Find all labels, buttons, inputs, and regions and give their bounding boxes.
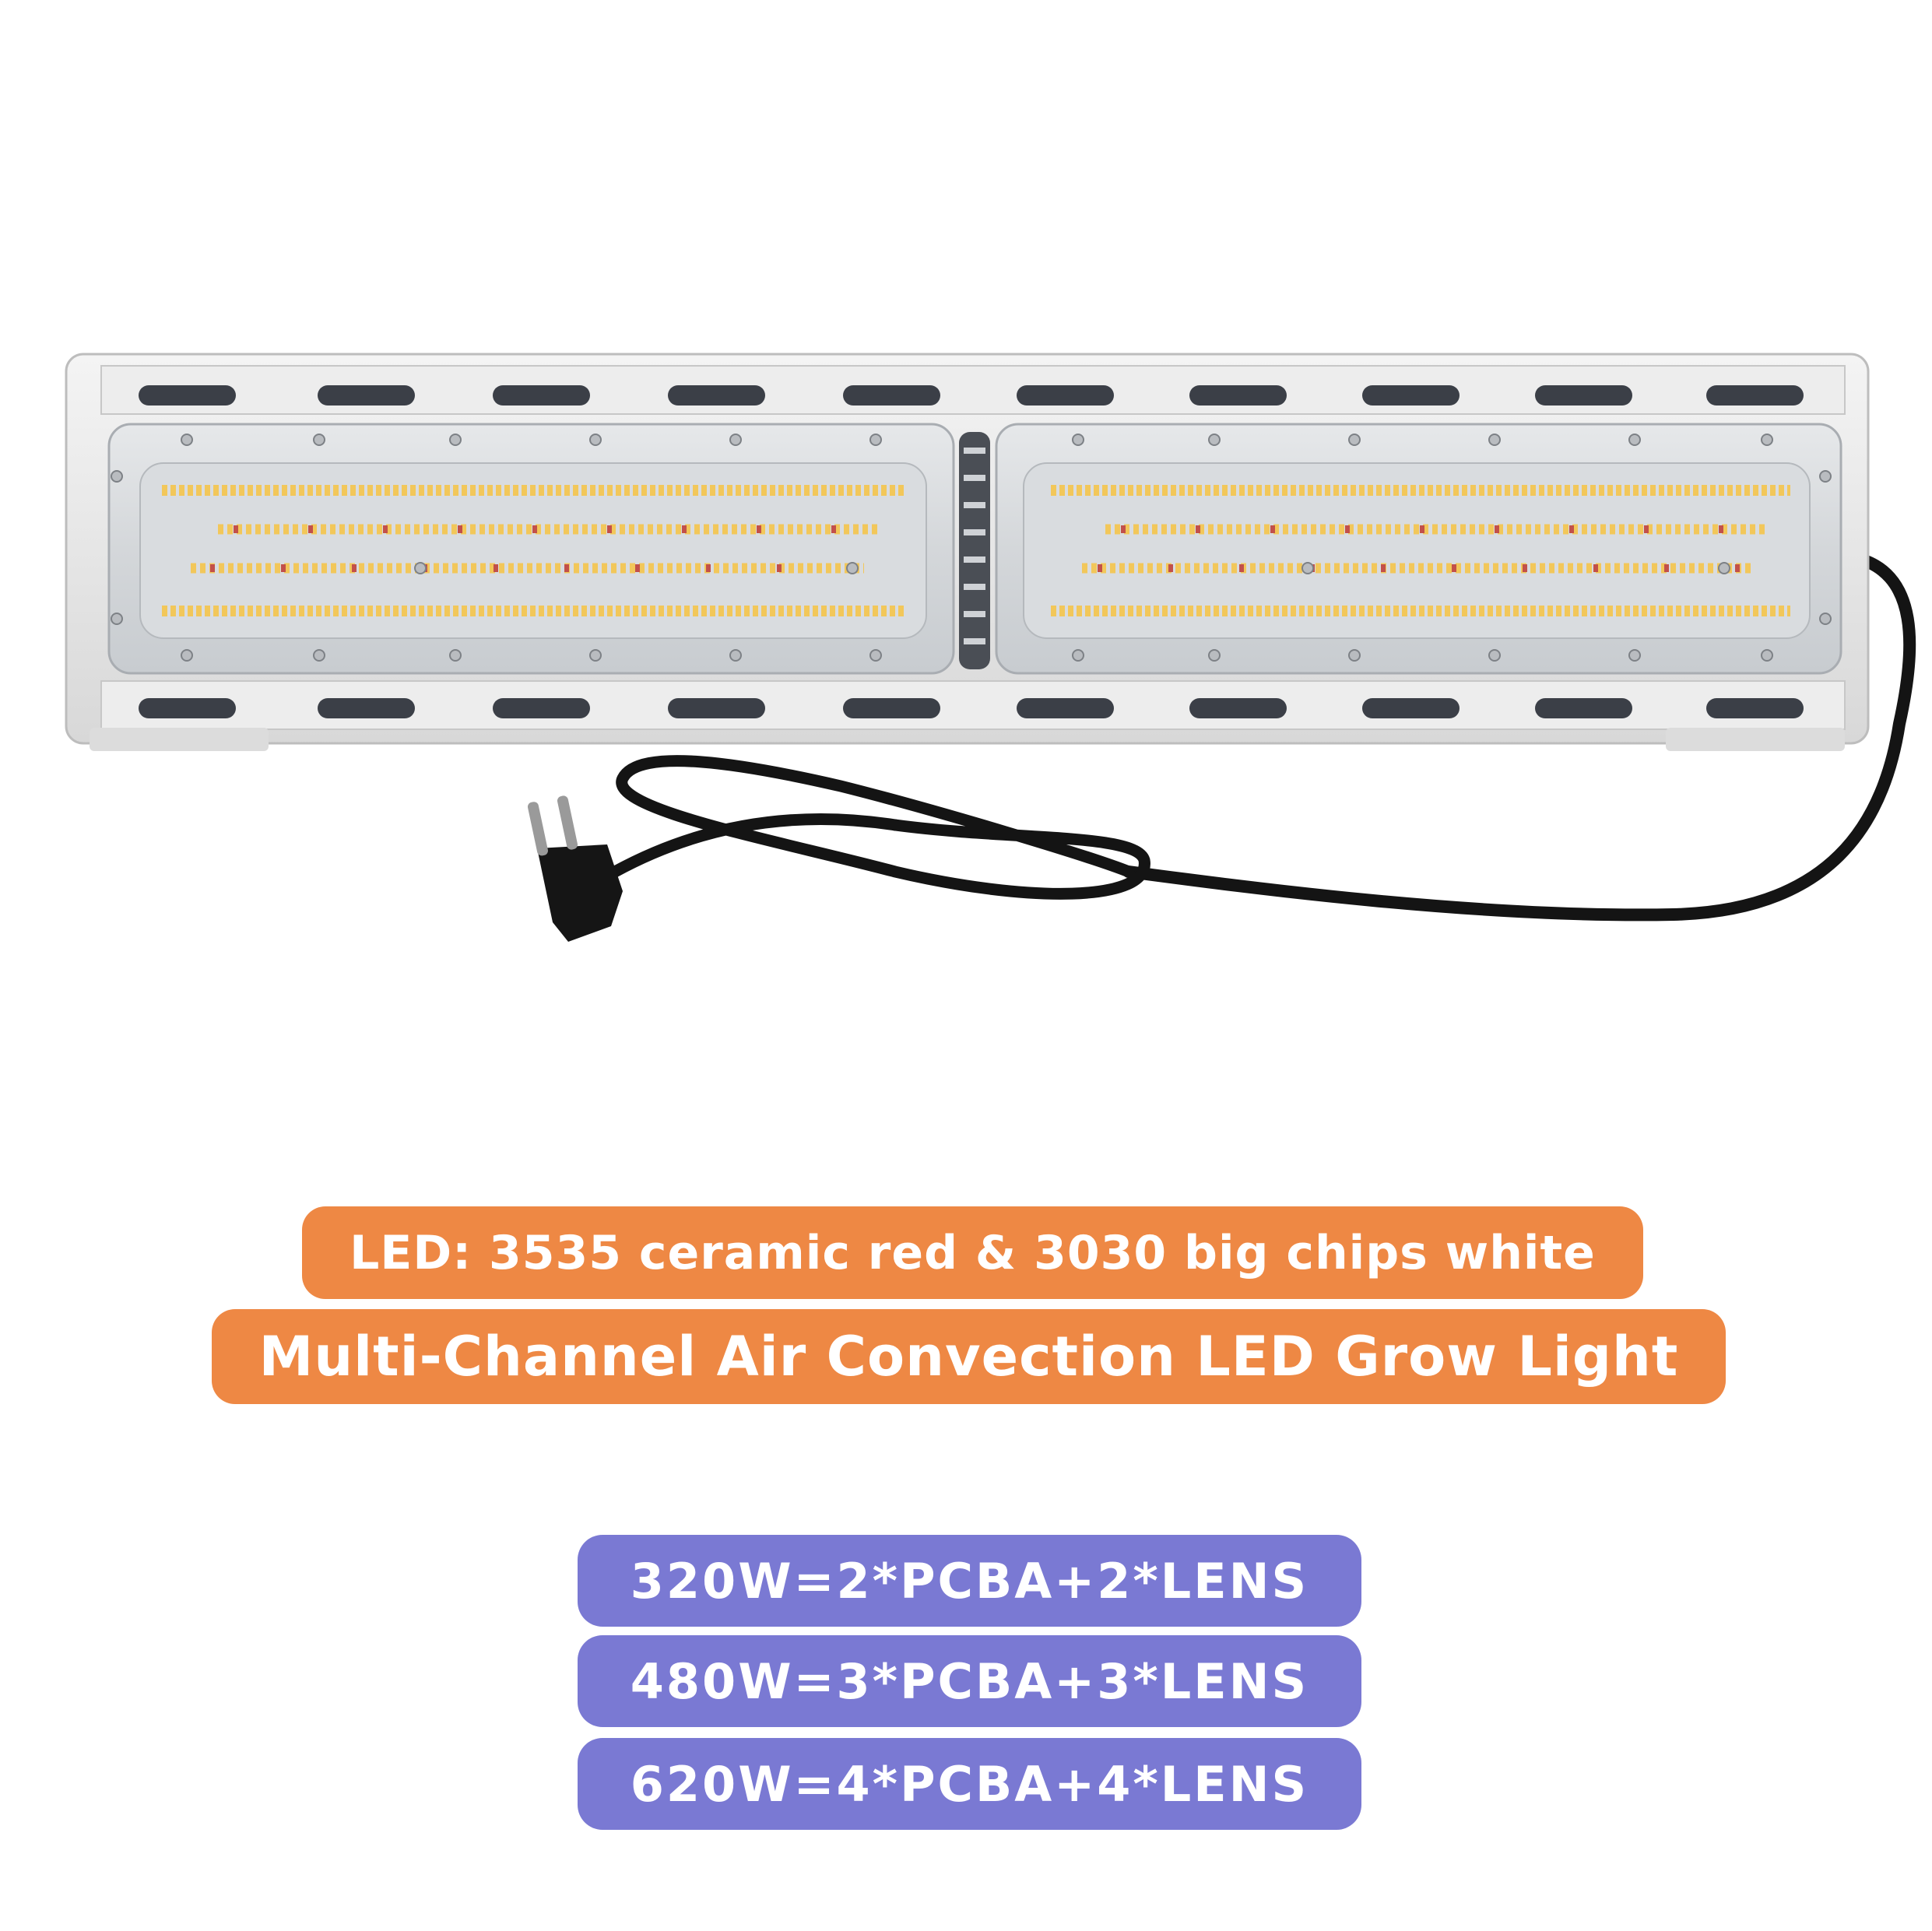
screws [111, 434, 1832, 662]
led-chip-rows [162, 485, 1790, 616]
product-title-text: Multi-Channel Air Convection LED Grow Li… [258, 1325, 1679, 1389]
power-option-text: 320W=2*PCBA+2*LENS [630, 1552, 1309, 1610]
product-title-banner: Multi-Channel Air Convection LED Grow Li… [212, 1309, 1726, 1404]
power-option-text: 480W=3*PCBA+3*LENS [630, 1652, 1309, 1710]
lens-module-right [995, 423, 1842, 675]
air-channel [959, 432, 990, 669]
plug-icon [527, 795, 623, 942]
power-option-480w: 480W=3*PCBA+3*LENS [578, 1635, 1361, 1727]
grow-light-image [65, 353, 1916, 942]
power-option-text: 620W=4*PCBA+4*LENS [630, 1755, 1309, 1813]
lens-module-left [107, 423, 955, 675]
led-spec-banner: LED: 3535 ceramic red & 3030 big chips w… [302, 1206, 1643, 1299]
led-spec-text: LED: 3535 ceramic red & 3030 big chips w… [350, 1225, 1596, 1280]
vent-slots [139, 385, 1804, 718]
power-option-620w: 620W=4*PCBA+4*LENS [578, 1738, 1361, 1830]
power-option-320w: 320W=2*PCBA+2*LENS [578, 1535, 1361, 1627]
